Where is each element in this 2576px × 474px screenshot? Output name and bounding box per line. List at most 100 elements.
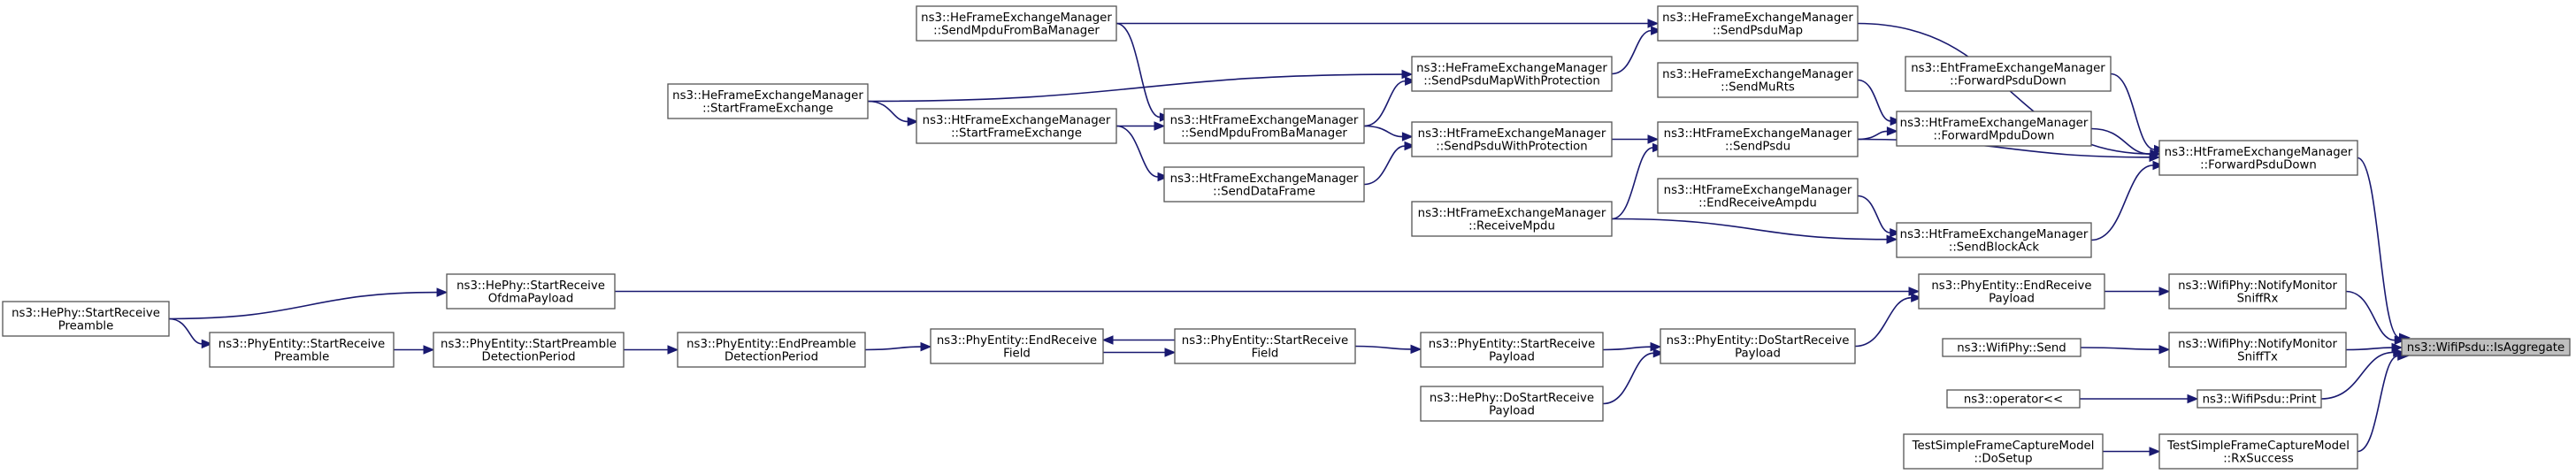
- node-box[interactable]: [667, 83, 869, 119]
- edge-arrowhead: [1647, 134, 1660, 144]
- node-box[interactable]: [1657, 121, 1859, 157]
- node-box[interactable]: [2196, 389, 2322, 409]
- node-phyEntityEndPreambleDetectionPeriod[interactable]: ns3::PhyEntity::EndPreambleDetectionPeri…: [677, 332, 866, 368]
- node-box[interactable]: [2, 301, 170, 337]
- node-htSendPsduWithProtection[interactable]: ns3::HtFrameExchangeManager::SendPsduWit…: [1411, 121, 1613, 157]
- node-phyEntityStartPreambleDetectionPeriod[interactable]: ns3::PhyEntity::StartPreambleDetectionPe…: [433, 332, 625, 368]
- node-htStartFrameExchange[interactable]: ns3::HtFrameExchangeManager::StartFrameE…: [916, 108, 1117, 144]
- edge-ehtForwardPsduDown-to-htForwardPsduDown: [2110, 73, 2166, 155]
- node-box[interactable]: [1657, 178, 1859, 214]
- node-box[interactable]: [209, 332, 395, 368]
- edge-phyEntityStartReceivePreamble-to-phyEntityStartPreambleDetectionPeriod: [393, 345, 435, 355]
- node-label-line: ns3::HtFrameExchangeManager: [1664, 127, 1852, 141]
- node-heSendMpduFromBaManager[interactable]: ns3::HeFrameExchangeManager::SendMpduFro…: [916, 5, 1117, 42]
- edge-arrowhead: [2152, 160, 2165, 171]
- node-box[interactable]: [916, 5, 1117, 42]
- node-htSendDataFrame[interactable]: ns3::HtFrameExchangeManager::SendDataFra…: [1163, 166, 1365, 203]
- node-box[interactable]: [1896, 222, 2092, 258]
- node-box[interactable]: [1905, 56, 2112, 92]
- node-htSendMpduFromBaManager[interactable]: ns3::HtFrameExchangeManager::SendMpduFro…: [1163, 108, 1365, 144]
- node-label-line: DetectionPeriod: [724, 350, 818, 363]
- edge-arrowhead: [1886, 126, 1898, 136]
- node-htReceiveMpdu[interactable]: ns3::HtFrameExchangeManager::ReceiveMpdu: [1411, 201, 1613, 237]
- node-box[interactable]: [1174, 328, 1356, 364]
- node-box[interactable]: [1411, 201, 1613, 237]
- node-label-line: ns3::HePhy::StartReceive: [12, 307, 160, 320]
- node-box[interactable]: [930, 328, 1104, 364]
- node-htForwardPsduDown[interactable]: ns3::HtFrameExchangeManager::ForwardPsdu…: [2158, 140, 2358, 176]
- node-testRxSuccess[interactable]: TestSimpleFrameCaptureModel::RxSuccess: [2158, 433, 2358, 470]
- node-box[interactable]: [1657, 5, 1859, 42]
- node-label-line: ns3::WifiPhy::Send: [1957, 342, 2066, 356]
- node-box[interactable]: [1657, 62, 1859, 98]
- node-heSendPsduMapWithProtection[interactable]: ns3::HeFrameExchangeManager::SendPsduMap…: [1411, 56, 1613, 92]
- node-box[interactable]: [2168, 332, 2347, 368]
- node-box[interactable]: [1896, 111, 2092, 147]
- node-ehtForwardPsduDown[interactable]: ns3::EhtFrameExchangeManager::ForwardPsd…: [1905, 56, 2112, 92]
- node-label-line: Preamble: [274, 350, 330, 363]
- edge-arrowhead: [201, 339, 213, 349]
- edge-arrowhead: [2158, 344, 2171, 355]
- node-label-line: ::StartFrameExchange: [702, 102, 833, 115]
- node-label-line: ns3::PhyEntity::StartReceive: [218, 338, 385, 351]
- node-wifiPhySend[interactable]: ns3::WifiPhy::Send: [1942, 338, 2082, 357]
- edge-line: [1363, 80, 1406, 127]
- node-wifiPsduPrint[interactable]: ns3::WifiPsdu::Print: [2196, 389, 2322, 409]
- node-box[interactable]: [1420, 332, 1604, 368]
- node-box[interactable]: [1420, 386, 1604, 422]
- node-box[interactable]: [916, 108, 1117, 144]
- node-box[interactable]: [1411, 56, 1613, 92]
- node-box[interactable]: [2168, 273, 2347, 310]
- node-box[interactable]: [2158, 433, 2358, 470]
- node-htSendBlockAck[interactable]: ns3::HtFrameExchangeManager::SendBlockAc…: [1896, 222, 2092, 258]
- node-box[interactable]: [1918, 273, 2105, 310]
- node-box[interactable]: [677, 332, 866, 368]
- node-box[interactable]: [1411, 121, 1613, 157]
- node-box[interactable]: [2401, 338, 2571, 356]
- node-operatorShift[interactable]: ns3::operator<<: [1946, 389, 2081, 409]
- node-heSendPsduMap[interactable]: ns3::HeFrameExchangeManager::SendPsduMap: [1657, 5, 1859, 42]
- edge-arrowhead: [907, 117, 919, 126]
- node-testDoSetup[interactable]: TestSimpleFrameCaptureModel::DoSetup: [1903, 433, 2104, 470]
- node-label-line: ns3::WifiPsdu::IsAggregate: [2407, 341, 2564, 355]
- node-htSendPsdu[interactable]: ns3::HtFrameExchangeManager::SendPsdu: [1657, 121, 1859, 157]
- node-heStartFrameExchange[interactable]: ns3::HeFrameExchangeManager::StartFrameE…: [667, 83, 869, 119]
- node-heSendMuRts[interactable]: ns3::HeFrameExchangeManager::SendMuRts: [1657, 62, 1859, 98]
- node-box[interactable]: [1163, 108, 1365, 144]
- node-box[interactable]: [1163, 166, 1365, 203]
- node-box[interactable]: [2158, 140, 2358, 176]
- edge-arrowhead: [1652, 348, 1665, 358]
- node-box[interactable]: [446, 273, 616, 310]
- edge-hePhyDoStartReceivePayload-to-phyEntityDoStartReceivePayload: [1602, 348, 1665, 405]
- node-isAggregate[interactable]: ns3::WifiPsdu::IsAggregate: [2401, 338, 2571, 356]
- node-htForwardMpduDown[interactable]: ns3::HtFrameExchangeManager::ForwardMpdu…: [1896, 111, 2092, 147]
- edge-layer: [168, 19, 2411, 456]
- node-label-line: ns3::PhyEntity::StartReceive: [1429, 338, 1595, 351]
- edge-heSendMpduFromBaManager-to-heSendPsduMap: [1116, 19, 1660, 28]
- node-box[interactable]: [1903, 433, 2104, 470]
- node-box[interactable]: [1942, 338, 2082, 357]
- node-box[interactable]: [433, 332, 625, 368]
- edge-heStartFrameExchange-to-heSendPsduMapWithProtection: [867, 69, 1414, 103]
- edge-htReceiveMpdu-to-htSendPsdu: [1611, 142, 1664, 220]
- node-box[interactable]: [1946, 389, 2081, 409]
- node-box[interactable]: [1660, 328, 1856, 364]
- node-htEndReceiveAmpdu[interactable]: ns3::HtFrameExchangeManager::EndReceiveA…: [1657, 178, 1859, 214]
- edge-line: [1854, 296, 1912, 348]
- node-label-line: ns3::WifiPhy::NotifyMonitor: [2178, 338, 2337, 351]
- edge-htSendPsdu-to-htForwardMpduDown: [1857, 126, 1898, 141]
- node-label-line: ns3::HtFrameExchangeManager: [1900, 117, 2089, 130]
- edge-phyEntityStartReceiveField-to-phyEntityEndReceiveField: [1101, 335, 1176, 345]
- node-label-line: ns3::PhyEntity::EndReceive: [937, 334, 1097, 348]
